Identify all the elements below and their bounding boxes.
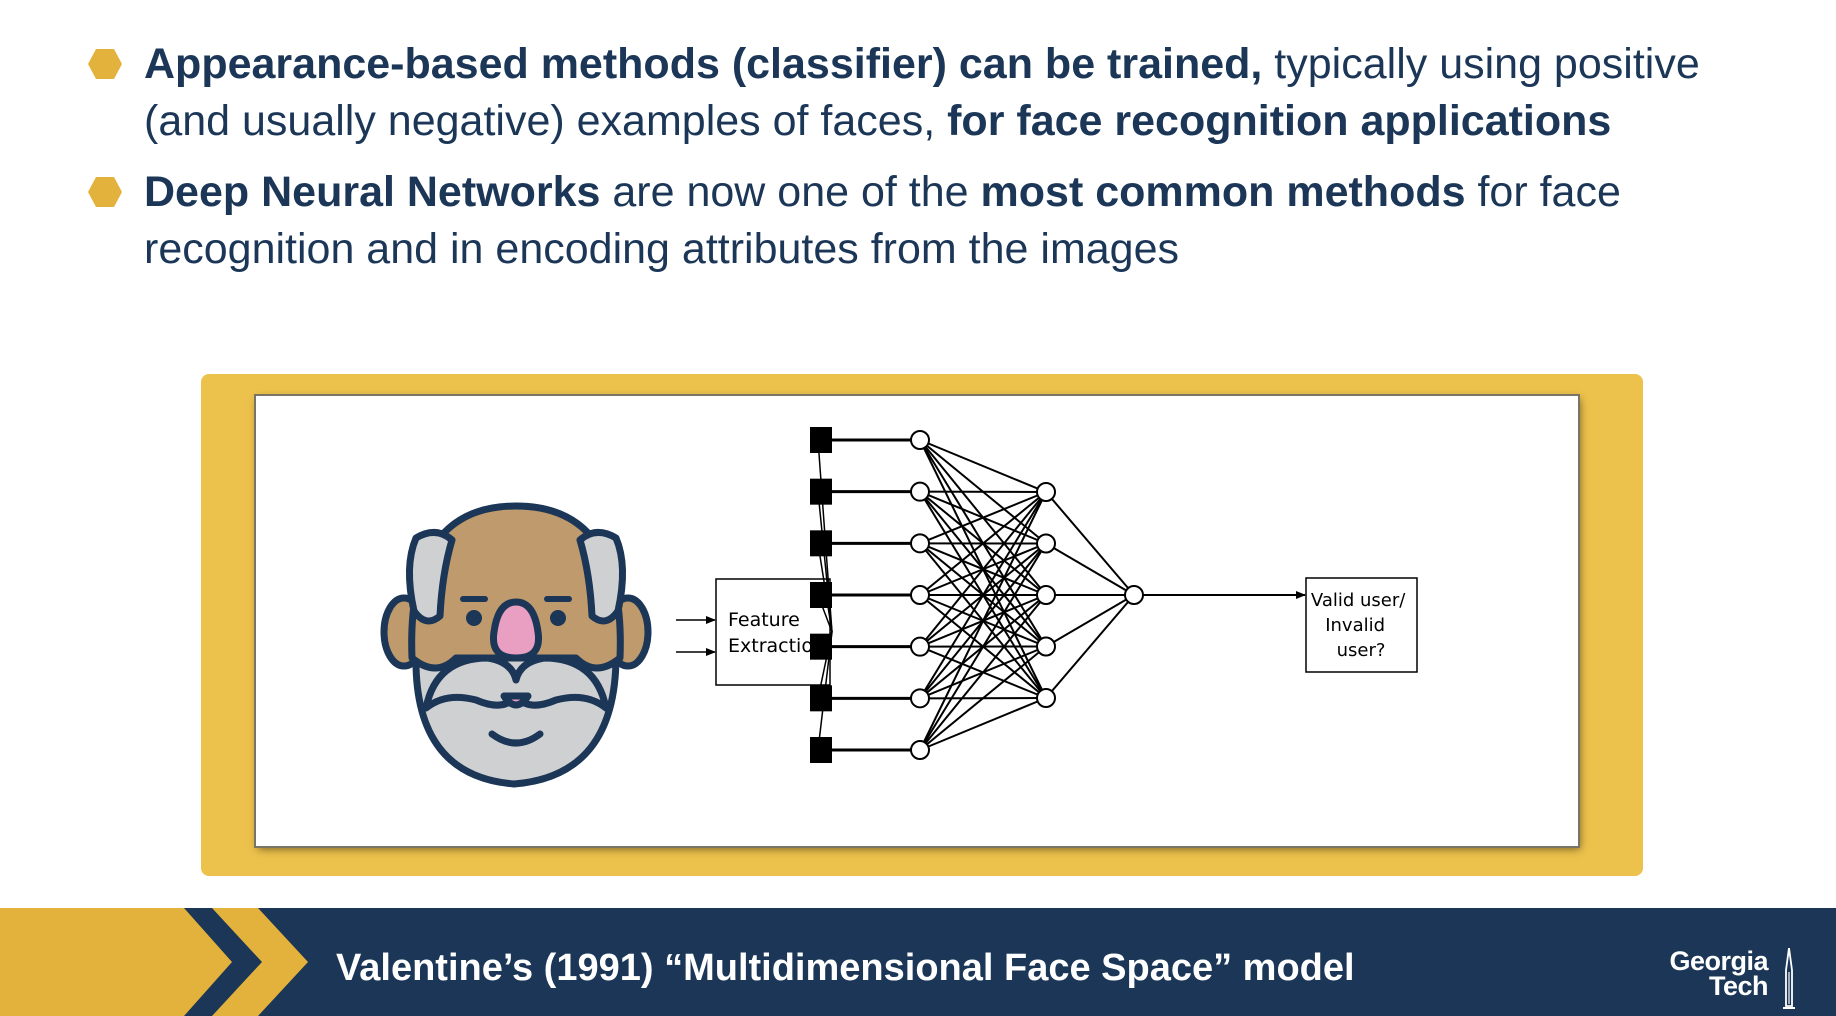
svg-text:Valid user/ Invalid: Valid user/ Invalid user? [1311,590,1411,661]
hidden-link [919,439,1047,493]
bullet-2-text-b: are now one of the [600,168,981,216]
output-box-line-2: Invalid [1325,615,1385,636]
network-diagram: Feature Extraction Valid user/ Invalid u… [380,427,1418,788]
feature-box-line-2: Extraction [728,635,825,657]
svg-text:Feature Extraction: Feature Extraction [728,609,825,657]
bullet-1-bold-a: Appearance-based methods (classifier) ca… [144,40,1263,88]
hidden-node [910,481,930,502]
input-unit [810,582,832,608]
input-unit [810,685,832,712]
hidden-link [919,697,1047,751]
hexagon-bullet-icon [88,177,122,207]
bullet-list: Appearance-based methods (classifier) ca… [88,36,1788,292]
output-link [1045,542,1135,596]
input-unit [810,427,832,453]
hidden-node [910,740,930,760]
hidden-link [919,645,1047,751]
hidden-link [919,491,1047,751]
output-box [1305,577,1418,673]
output-box-line-3: user? [1337,640,1386,661]
hidden-node [910,636,930,657]
diagram-panel: Feature Extraction Valid user/ Invalid u… [256,396,1578,846]
input-unit [810,478,832,505]
footer-title: Valentine’s (1991) “Multidimensional Fac… [336,947,1355,989]
feature-box-line-1: Feature [728,609,800,631]
output-link [1045,594,1135,699]
hidden-node [910,585,930,605]
hidden-link [919,491,1047,596]
logo-line-2: Tech [1708,971,1769,1001]
hidden-node [910,688,930,709]
face-eyes [460,596,572,626]
footer-bar: Valentine’s (1991) “Multidimensional Fac… [0,908,1836,1016]
bullet-2-bold-c: most common methods [980,168,1466,216]
logo-line-1: Georgia [1669,946,1768,976]
georgia-tech-logo: Georgia Tech [1610,948,1810,1010]
feature-arrow [814,490,833,633]
hidden-link [919,491,1047,545]
hidden-link [919,491,1047,648]
old-man-face-icon [380,502,652,788]
hidden-node [1036,688,1056,708]
bullet-2-text-d: for face recognition and in encoding att… [144,168,1621,273]
bullet-2-bold-a: Deep Neural Networks [144,168,601,216]
hidden-node [1036,585,1056,605]
chevron-decoration-icon [0,908,308,1016]
hidden-link [919,594,1047,751]
hexagon-bullet-icon [88,49,122,79]
hidden-node [910,533,930,554]
bullet-item-2: Deep Neural Networks are now one of the … [88,164,1788,278]
campanile-tower-icon [1783,948,1795,1009]
neural-network [810,427,1306,763]
input-unit [810,633,832,660]
hidden-link [919,542,1047,751]
output-box-line-1: Valid user/ [1311,590,1406,611]
output-node [1124,585,1144,605]
hidden-node [1036,533,1056,554]
output-link [1045,594,1135,648]
bullet-1-text-b: typically using positive (and usually ne… [144,40,1700,145]
bullet-1-bold-c: for face recognition applications [947,97,1612,145]
hidden-node [1036,482,1056,502]
hidden-node [910,430,930,450]
output-link [1045,491,1135,596]
input-unit [810,530,832,557]
hidden-link [919,491,1047,699]
diagram-frame: Feature Extraction Valid user/ Invalid u… [201,374,1643,876]
input-unit [810,737,832,763]
hidden-node [1036,636,1056,657]
bullet-item-1: Appearance-based methods (classifier) ca… [88,36,1788,150]
